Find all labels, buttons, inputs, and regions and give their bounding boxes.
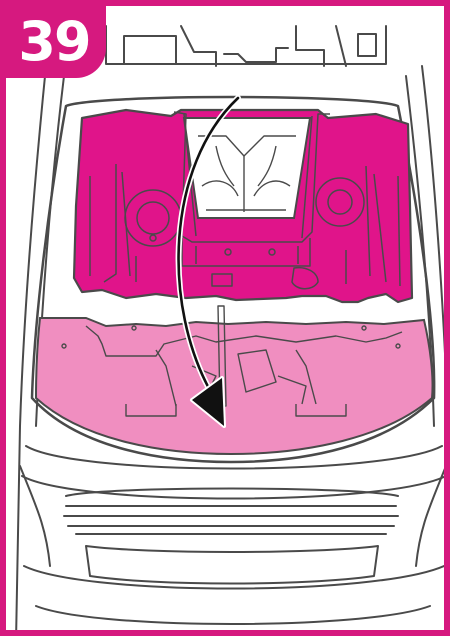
- step-number-badge: 39: [6, 6, 106, 78]
- trunk-floor-highlight: [36, 318, 433, 454]
- firewall-cutout: [184, 118, 310, 218]
- step-number: 39: [18, 15, 89, 69]
- car-front-trunk-illustration: [6, 6, 450, 636]
